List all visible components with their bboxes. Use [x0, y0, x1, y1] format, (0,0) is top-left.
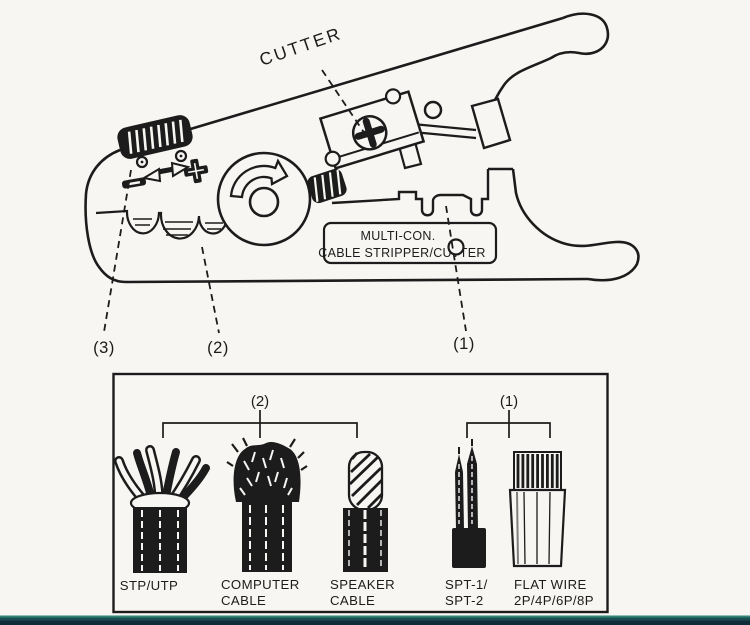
callout-3-label: (3): [93, 339, 115, 357]
label-spt-2: SPT-2: [445, 593, 484, 608]
thumbwheel: [117, 115, 193, 159]
label-flat-1: FLAT WIRE: [514, 577, 587, 592]
group-1-bracket: (1): [466, 393, 551, 438]
plate-title-line1: MULTI-CON.: [361, 229, 436, 243]
cable-stp-utp: [114, 445, 210, 573]
plate-title-line2: CABLE STRIPPER/CUTTER: [318, 246, 485, 260]
cable-speaker: [343, 450, 388, 572]
leader-cutter: [321, 69, 366, 135]
cutter-callout-label: CUTTER: [257, 23, 345, 70]
group-2-bracket: (2): [162, 393, 358, 438]
rotary-dial: [216, 151, 312, 247]
anvil-jaw: [470, 97, 512, 150]
stripper-jaw-scallops: [95, 209, 229, 240]
adjustment-screws: [135, 149, 188, 169]
label-speaker-2: CABLE: [330, 593, 375, 608]
plus-symbol: [183, 158, 209, 184]
rotation-arrow-icon: [229, 158, 289, 199]
callout-2-label: (2): [207, 339, 229, 357]
handle-hole: [423, 100, 443, 120]
cable-flat-wire: [508, 451, 567, 568]
group-2-label: (2): [251, 393, 269, 410]
double-arrow-symbol: [141, 161, 191, 183]
panel-border: [112, 372, 609, 614]
label-spt-1: SPT-1/: [445, 577, 488, 592]
cable-type-panel: (2) (1): [112, 372, 609, 614]
leader-part1: [445, 205, 467, 332]
leader-part3: [103, 169, 132, 333]
tool-body-outline: [84, 12, 640, 284]
leader-part2: [201, 246, 220, 334]
label-computer-2: CABLE: [221, 593, 266, 608]
label-computer-1: COMPUTER: [221, 577, 300, 592]
plate-hole: [447, 238, 465, 256]
cutter-block: [318, 88, 426, 170]
label-flat-2: 2P/4P/6P/8P: [514, 593, 594, 608]
cable-spt: [452, 439, 486, 568]
spring-coil: [307, 168, 347, 204]
group-1-label: (1): [500, 393, 518, 410]
callout-1-label: (1): [453, 335, 475, 353]
name-plate: MULTI-CON. CABLE STRIPPER/CUTTER: [318, 221, 498, 265]
label-speaker-1: SPEAKER: [330, 577, 395, 592]
footer-bar: [0, 615, 750, 625]
leader-lines: [103, 69, 467, 334]
tool-illustration: MULTI-CON. CABLE STRIPPER/CUTTER CUTTER …: [84, 12, 640, 357]
phillips-screw-icon: [351, 115, 388, 151]
cable-computer: [226, 437, 308, 572]
label-stp-utp: STP/UTP: [120, 578, 179, 593]
